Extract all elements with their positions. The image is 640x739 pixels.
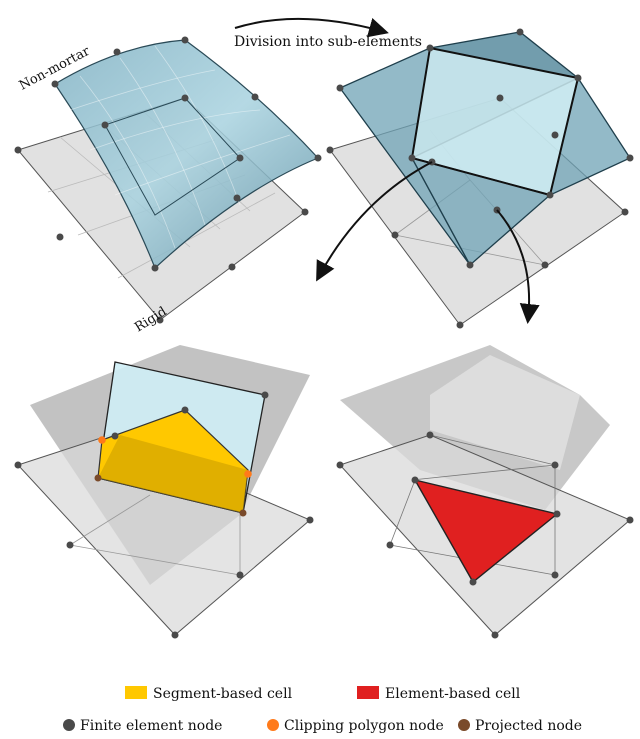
clip-nodes — [98, 436, 252, 478]
projected-nodes — [94, 474, 247, 517]
panel-segment-based — [14, 345, 314, 639]
fe-nodes-panel3 — [14, 391, 314, 639]
legend-proj-node-label: Projected node — [475, 718, 582, 734]
legend-segment-swatch — [125, 686, 147, 699]
arrow-to-segment — [316, 161, 433, 282]
division-label: Division into sub-elements — [234, 34, 422, 50]
legend-element-swatch — [357, 686, 379, 699]
panel-curved-surfaces: Non-mortar Rigid — [14, 36, 322, 335]
fe-nodes-panel4 — [336, 431, 634, 639]
legend-segment-label: Segment-based cell — [153, 686, 293, 702]
legend-fe-node-label: Finite element node — [80, 718, 222, 734]
legend-clip-node-icon — [267, 719, 279, 731]
legend-clip-node-label: Clipping polygon node — [284, 718, 444, 734]
panel-element-based — [336, 345, 634, 639]
legend-element-label: Element-based cell — [385, 686, 521, 702]
division-arrow — [234, 17, 389, 38]
arrow-to-element — [496, 209, 540, 324]
legend-fe-node-icon — [63, 719, 75, 731]
panel-sub-elements — [326, 28, 634, 329]
legend: Segment-based cell Element-based cell Fi… — [63, 686, 582, 734]
fe-nodes-panel1 — [14, 36, 322, 324]
legend-proj-node-icon — [458, 719, 470, 731]
element-cell — [413, 478, 559, 584]
